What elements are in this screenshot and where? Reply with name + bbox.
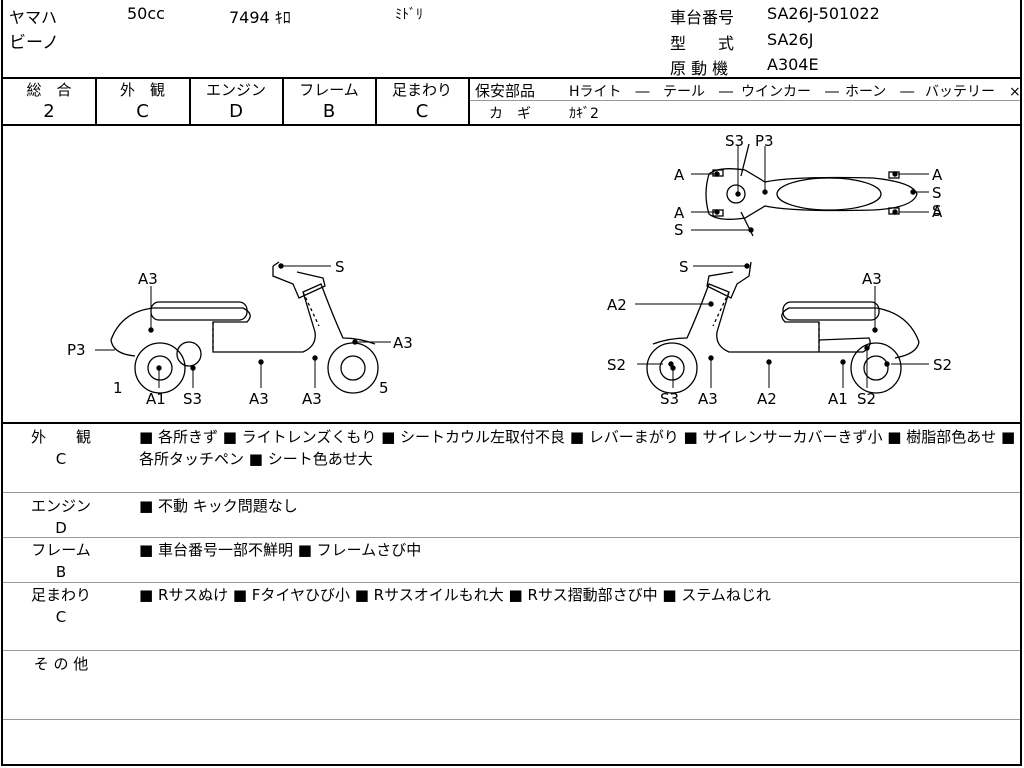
diagram-label: P3 <box>67 341 86 359</box>
diagram-label: 1 <box>113 379 123 397</box>
type-label: 型 式 <box>670 34 735 53</box>
section-label: フレーム <box>31 541 91 559</box>
grade-suspension: 足まわり C <box>376 78 468 124</box>
displacement: 50cc <box>127 4 165 23</box>
section-exterior-text: ■ 各所きず ■ ライトレンズくもり ■ シートカウル左取付不良 ■ レバーまが… <box>139 428 1016 468</box>
section-grade: B <box>55 563 67 581</box>
diagram-label: S2 <box>857 390 876 408</box>
diagram-label: P3 <box>755 132 774 150</box>
section-label: そ の 他 <box>33 655 89 673</box>
diagram-label: A2 <box>607 296 627 314</box>
diagram-label: S <box>335 258 345 276</box>
grade-divider <box>468 77 470 125</box>
section-engine-label: エンジン D <box>13 495 109 539</box>
safety-item-horn: ホーン ― <box>845 84 915 100</box>
diagram-label: S <box>674 221 684 239</box>
safety-divider <box>469 100 1020 101</box>
grade-exterior: 外 観 C <box>96 78 189 124</box>
grade-divider <box>189 77 191 125</box>
right-side-scooter <box>646 261 920 394</box>
section-grade: D <box>55 519 67 537</box>
diagram-label: A3 <box>302 390 322 408</box>
grade-label: 足まわり <box>391 81 452 99</box>
sections-top-border <box>3 422 1020 424</box>
diagram-label: A3 <box>698 390 718 408</box>
diagram-label: S <box>679 258 689 276</box>
diagram-label: S2 <box>933 356 952 374</box>
diagram-label: S <box>932 202 942 220</box>
engine-value: A304E <box>767 55 819 74</box>
type-value: SA26J <box>767 30 814 49</box>
color: ﾐﾄﾞﾘ <box>395 7 423 23</box>
safety-item-headlight: Hライト ― <box>569 84 650 100</box>
model-name: ビーノ <box>9 33 59 53</box>
diagram-label: A <box>932 203 943 221</box>
section-divider <box>3 719 1020 720</box>
chassis-label: 車台番号 <box>670 8 735 27</box>
grade-label: フレーム <box>299 81 359 99</box>
safety-item-tail: テール ― <box>663 84 733 100</box>
grade-value: C <box>136 101 149 122</box>
section-frame-label: フレーム B <box>13 539 109 583</box>
key-value: ｶｷﾞ2 <box>569 106 599 122</box>
diagram-label: A1 <box>146 390 166 408</box>
key-label: カ ギ <box>489 106 531 122</box>
section-exterior-label: 外 観 C <box>13 426 109 470</box>
diagram-label: A <box>674 204 685 222</box>
grade-value: B <box>322 101 336 122</box>
section-label: エンジン <box>30 497 91 515</box>
section-frame-text: ■ 車台番号一部不鮮明 ■ フレームさび中 <box>139 541 422 559</box>
safety-item-battery: バッテリー × <box>925 84 1021 100</box>
chassis-value: SA26J-501022 <box>767 4 880 23</box>
diagram-label: A3 <box>249 390 269 408</box>
grade-engine: エンジン D <box>190 78 282 124</box>
grade-label: 外 観 <box>119 81 165 99</box>
diagram-label: S3 <box>183 390 202 408</box>
section-engine-text: ■ 不動 キック問題なし <box>139 497 298 515</box>
diagram-label: A3 <box>138 270 158 288</box>
grade-divider <box>375 77 377 125</box>
safety-parts-label: 保安部品 <box>475 82 536 100</box>
section-divider <box>3 650 1020 651</box>
section-divider <box>3 582 1020 583</box>
damage-diagram: S3 P3 A A S A S A S S A3 P3 A3 1 A1 S3 A… <box>67 132 952 408</box>
grade-row-bottom-border <box>3 124 1020 126</box>
maker: ヤマハ <box>9 8 58 27</box>
grade-frame: フレーム B <box>283 78 375 124</box>
diagram-label: A1 <box>828 390 848 408</box>
diagram-label: A3 <box>862 270 882 288</box>
diagram-label: S2 <box>607 356 626 374</box>
grade-label: 総 合 <box>26 81 72 99</box>
section-suspension-text: ■ Rサスぬけ ■ Fタイヤひび小 ■ Rサスオイルもれ大 ■ Rサス摺動部さび… <box>139 586 771 604</box>
grade-divider <box>95 77 97 125</box>
diagram-label: A3 <box>393 334 413 352</box>
section-divider <box>3 492 1020 493</box>
section-label: 足まわり <box>30 586 91 604</box>
grade-overall: 総 合 2 <box>3 78 95 124</box>
grade-row-top-border <box>3 77 1020 79</box>
diagram-label: S3 <box>725 132 744 150</box>
section-suspension-label: 足まわり C <box>13 584 109 628</box>
diagram-label: S3 <box>660 390 679 408</box>
grade-divider <box>282 77 284 125</box>
grade-value: 2 <box>43 101 55 122</box>
mileage: 7494 ｷﾛ <box>229 8 291 27</box>
diagram-label: 5 <box>379 379 389 397</box>
diagram-label: S <box>932 184 942 202</box>
grade-value: C <box>415 101 429 122</box>
grade-label: エンジン <box>205 81 266 99</box>
section-divider <box>3 537 1020 538</box>
section-other-label: そ の 他 <box>13 653 109 675</box>
engine-label: 原 動 機 <box>670 59 729 78</box>
diagram-label: A <box>932 166 943 184</box>
diagram-label: A <box>674 166 685 184</box>
grade-value: D <box>229 101 243 122</box>
section-label: 外 観 <box>30 428 91 446</box>
safety-item-winker: ウインカー ― <box>741 84 839 100</box>
diagram-label: A2 <box>757 390 777 408</box>
section-grade: C <box>55 450 67 468</box>
section-grade: C <box>55 608 67 626</box>
